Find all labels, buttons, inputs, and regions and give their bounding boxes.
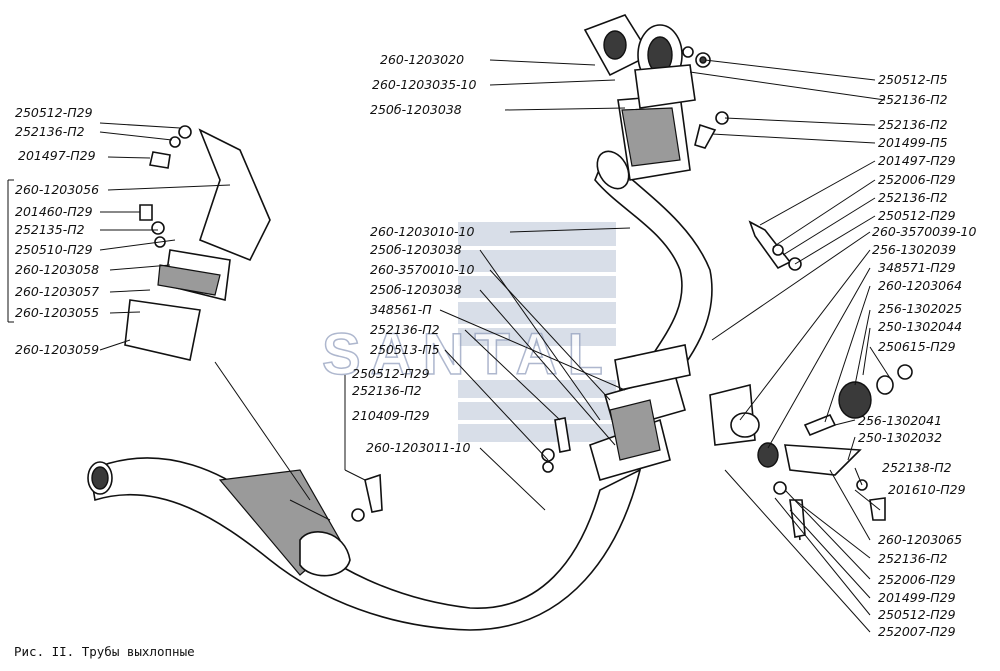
label-center-5: 252136-П2	[370, 322, 440, 337]
exhaust-pipe-lower	[87, 457, 642, 631]
label-center-3: 250б-1203038	[370, 282, 462, 297]
label-left-3: 260-1203056	[15, 182, 99, 197]
label-right-2: 252136-П2	[878, 117, 948, 132]
label-center-1: 250б-1203038	[370, 242, 462, 257]
label-left-10: 260-1203059	[15, 342, 99, 357]
label-top-1: 260-1203035-10	[372, 77, 477, 92]
label-bot-1: 252136-П2	[878, 551, 948, 566]
label-right-1: 252136-П2	[878, 92, 948, 107]
label-left-7: 260-1203058	[15, 262, 99, 277]
label-right-5: 252006-П29	[878, 172, 956, 187]
label-center-8: 252136-П2	[352, 383, 422, 398]
labels-right-bottom: 260-1203065 252136-П2 252006-П29 201499-…	[878, 532, 962, 639]
label-center-0: 260-1203010-10	[370, 224, 475, 239]
label-right-6: 252136-П2	[878, 190, 948, 205]
label-left-9: 260-1203055	[15, 305, 99, 320]
top-flange	[583, 14, 696, 109]
leader-lines	[7, 59, 891, 633]
label-right-9: 256-1302039	[872, 242, 956, 257]
label-bot-4: 250512-П29	[878, 607, 956, 622]
label-left-1: 252136-П2	[15, 124, 85, 139]
label-right-7: 250512-П29	[878, 208, 956, 223]
label-bot-0: 260-1203065	[878, 532, 962, 547]
label-right-10: 348571-П29	[878, 260, 956, 275]
label-right-0: 250512-П5	[878, 72, 948, 87]
label-center-9: 210409-П29	[352, 408, 430, 423]
label-left-4: 201460-П29	[15, 204, 93, 219]
label-center-4: 348561-П	[370, 302, 432, 317]
labels-right-top: 250512-П5 252136-П2 252136-П2 201499-П5 …	[872, 72, 977, 354]
labels-center: 260-1203010-10 250б-1203038 260-3570010-…	[352, 224, 475, 455]
label-right-11: 260-1203064	[878, 278, 962, 293]
middle-flanges	[589, 344, 691, 481]
label-center-2: 260-3570010-10	[370, 262, 475, 277]
label-left-0: 250512-П29	[15, 105, 93, 120]
label-left-6: 250510-П29	[15, 242, 93, 257]
labels-right-mid: 256-1302041 250-1302032 252138-П2 201610…	[858, 413, 966, 497]
label-bot-3: 201499-П29	[878, 590, 956, 605]
label-right-13: 250-1302044	[878, 319, 962, 334]
right-mount	[709, 364, 913, 541]
label-left-2: 201497-П29	[18, 148, 96, 163]
labels-left: 250512-П29 252136-П2 201497-П29 260-1203…	[15, 105, 99, 357]
label-center-6: 250513-П5	[370, 342, 440, 357]
label-right-3: 201499-П5	[878, 135, 948, 150]
label-left-8: 260-1203057	[15, 284, 99, 299]
label-top-2: 250б-1203038	[370, 102, 462, 117]
label-right-8: 260-3570039-10	[872, 224, 977, 239]
label-right-4: 201497-П29	[878, 153, 956, 168]
label-mid-1: 250-1302032	[858, 430, 942, 445]
label-center-10: 260-1203011-10	[366, 440, 471, 455]
label-left-5: 252135-П2	[15, 222, 85, 237]
label-bot-5: 252007-П29	[878, 624, 956, 639]
label-center-7: 250512-П29	[352, 366, 430, 381]
watermark: SANTAL	[321, 222, 616, 442]
labels-top: 260-1203020 260-1203035-10 250б-1203038	[370, 52, 477, 117]
label-right-14: 250615-П29	[878, 339, 956, 354]
figure-caption: Рис. II. Трубы выхлопные	[14, 644, 195, 659]
left-bracket	[124, 128, 271, 361]
label-bot-2: 252006-П29	[878, 572, 956, 587]
label-mid-3: 201610-П29	[888, 482, 966, 497]
label-right-12: 256-1302025	[878, 301, 962, 316]
label-mid-2: 252138-П2	[882, 460, 952, 475]
label-top-0: 260-1203020	[380, 52, 464, 67]
label-mid-0: 256-1302041	[858, 413, 942, 428]
watermark-text: SANTAL	[322, 322, 613, 387]
